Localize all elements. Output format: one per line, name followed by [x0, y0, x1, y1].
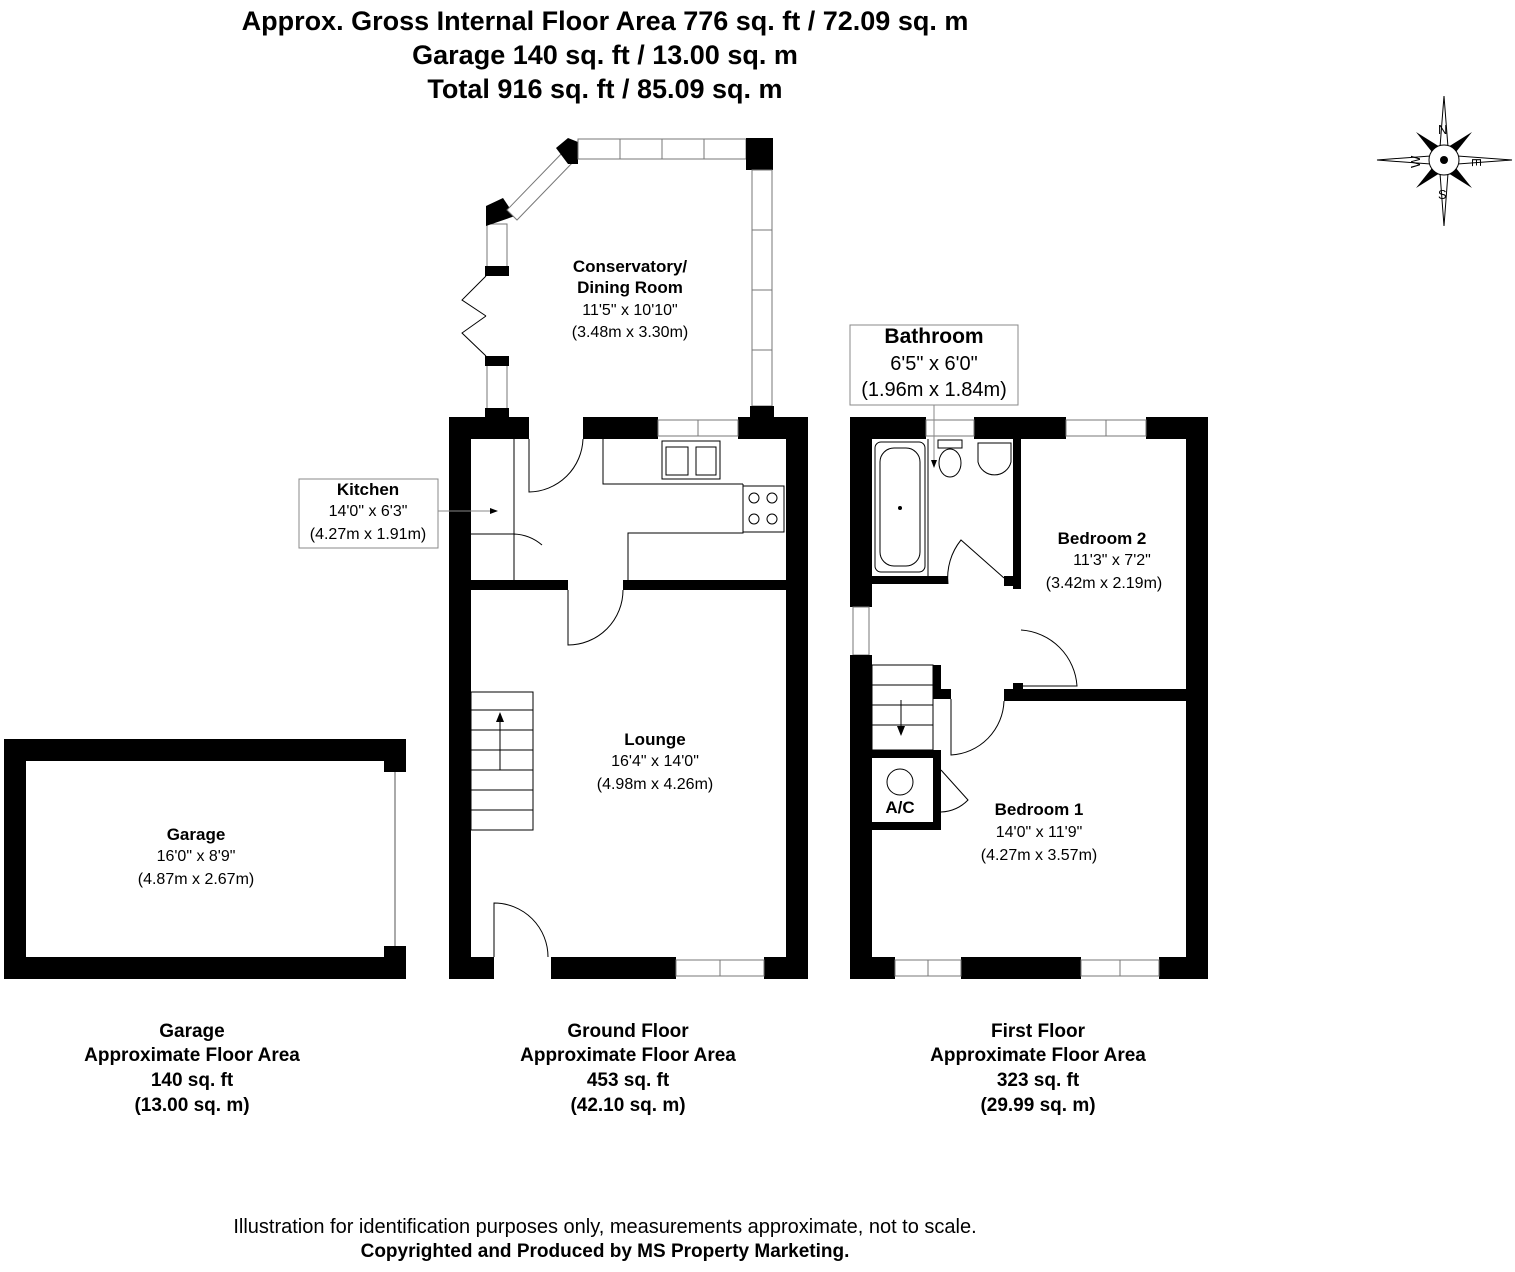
kitchen-label-box [298, 478, 439, 549]
svg-text:(3.42m x 2.19m): (3.42m x 2.19m) [1046, 575, 1162, 592]
svg-text:16'4" x 14'0": 16'4" x 14'0" [611, 753, 699, 770]
svg-text:Garage: Garage [167, 825, 226, 844]
header-garage-area: Garage 140 sq. ft / 13.00 sq. m [412, 40, 798, 70]
first-floor-plan [850, 417, 1208, 979]
header-gross-area: Approx. Gross Internal Floor Area 776 sq… [241, 6, 969, 36]
svg-text:Approximate Floor Area: Approximate Floor Area [930, 1045, 1146, 1066]
bedroom1-label: Bedroom 1 14'0" x 11'9" (4.27m x 3.57m) [981, 800, 1097, 864]
copyright-text: Copyrighted and Produced by MS Property … [360, 1241, 850, 1262]
svg-text:14'0" x 6'3": 14'0" x 6'3" [329, 503, 408, 520]
garage-floor-caption: Garage Approximate Floor Area 140 sq. ft… [84, 1021, 300, 1116]
lounge-label: Lounge 16'4" x 14'0" (4.98m x 4.26m) [597, 730, 713, 793]
svg-text:Approximate Floor Area: Approximate Floor Area [84, 1045, 300, 1066]
svg-text:(4.27m x 1.91m): (4.27m x 1.91m) [310, 526, 426, 543]
ac-label: A/C [885, 798, 914, 817]
compass-e: E [1469, 158, 1484, 167]
conservatory-label: Conservatory/ Dining Room 11'5" x 10'10"… [572, 257, 688, 341]
svg-text:Lounge: Lounge [624, 730, 685, 749]
svg-text:First Floor: First Floor [991, 1021, 1086, 1042]
svg-text:Bathroom: Bathroom [884, 325, 983, 348]
compass-w: W [1408, 155, 1423, 168]
svg-text:(3.48m x 3.30m): (3.48m x 3.30m) [572, 324, 688, 341]
disclaimer-text: Illustration for identification purposes… [233, 1216, 977, 1238]
svg-text:(4.27m x 3.57m): (4.27m x 3.57m) [981, 847, 1097, 864]
svg-text:11'5" x 10'10": 11'5" x 10'10" [582, 302, 677, 319]
compass-s: S [1438, 187, 1447, 202]
svg-text:14'0" x 11'9": 14'0" x 11'9" [996, 824, 1083, 841]
svg-text:(13.00 sq. m): (13.00 sq. m) [134, 1095, 249, 1116]
svg-text:Conservatory/: Conservatory/ [573, 257, 688, 276]
svg-text:Dining Room: Dining Room [577, 278, 683, 297]
svg-text:Kitchen: Kitchen [337, 480, 399, 499]
ground-floor-plan [449, 138, 808, 979]
compass-rose-icon: N E S W [1376, 95, 1513, 227]
svg-text:453 sq. ft: 453 sq. ft [587, 1070, 670, 1091]
svg-text:(42.10 sq. m): (42.10 sq. m) [570, 1095, 685, 1116]
compass-n: N [1438, 122, 1447, 137]
bathroom-label: Bathroom 6'5" x 6'0" (1.96m x 1.84m) [861, 325, 1007, 401]
svg-text:323 sq. ft: 323 sq. ft [997, 1070, 1080, 1091]
svg-text:16'0" x 8'9": 16'0" x 8'9" [157, 848, 236, 865]
bedroom2-label: Bedroom 2 11'3" x 7'2" (3.42m x 2.19m) [1046, 529, 1162, 592]
svg-text:Garage: Garage [159, 1021, 224, 1042]
svg-text:Bedroom 1: Bedroom 1 [995, 800, 1084, 819]
svg-text:(4.98m x 4.26m): (4.98m x 4.26m) [597, 776, 713, 793]
garage-plan [4, 739, 406, 979]
ground-floor-caption: Ground Floor Approximate Floor Area 453 … [520, 1021, 736, 1116]
header-total-area: Total 916 sq. ft / 85.09 sq. m [427, 74, 783, 104]
svg-text:Ground Floor: Ground Floor [567, 1021, 689, 1042]
svg-text:6'5" x 6'0": 6'5" x 6'0" [890, 353, 977, 375]
svg-text:(1.96m x 1.84m): (1.96m x 1.84m) [861, 379, 1007, 401]
first-floor-caption: First Floor Approximate Floor Area 323 s… [930, 1021, 1146, 1116]
svg-text:Bedroom 2: Bedroom 2 [1058, 529, 1147, 548]
kitchen-label: Kitchen 14'0" x 6'3" (4.27m x 1.91m) [310, 480, 426, 543]
svg-text:(29.99 sq. m): (29.99 sq. m) [980, 1095, 1095, 1116]
svg-text:11'3" x 7'2": 11'3" x 7'2" [1073, 552, 1151, 569]
svg-text:Approximate Floor Area: Approximate Floor Area [520, 1045, 736, 1066]
svg-text:(4.87m x 2.67m): (4.87m x 2.67m) [138, 871, 254, 888]
bathroom-label-box [849, 324, 1019, 406]
svg-text:140 sq. ft: 140 sq. ft [151, 1070, 234, 1091]
garage-label: Garage 16'0" x 8'9" (4.87m x 2.67m) [138, 825, 254, 888]
